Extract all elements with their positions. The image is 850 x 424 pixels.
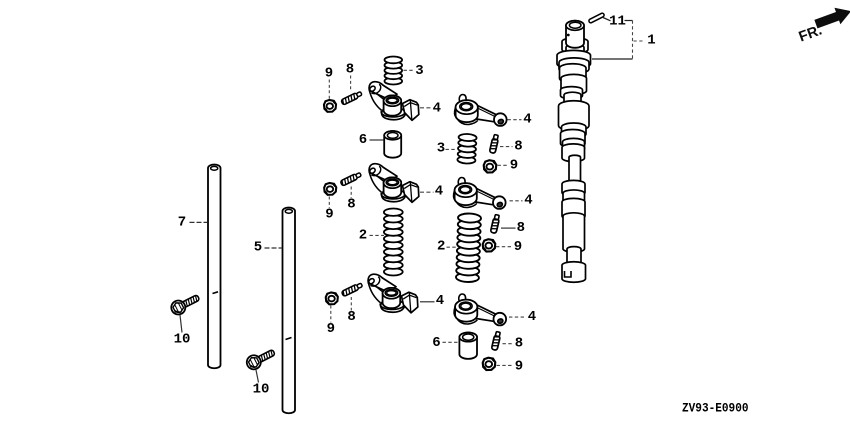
- svg-text:9: 9: [515, 359, 523, 375]
- svg-text:8: 8: [347, 197, 355, 213]
- svg-text:8: 8: [346, 62, 354, 78]
- svg-text:9: 9: [327, 321, 335, 337]
- svg-text:4: 4: [436, 293, 444, 309]
- svg-text:4: 4: [523, 112, 531, 128]
- svg-text:11: 11: [609, 14, 626, 30]
- svg-text:4: 4: [528, 309, 536, 325]
- svg-text:6: 6: [432, 335, 440, 351]
- svg-text:5: 5: [254, 240, 262, 256]
- svg-text:8: 8: [347, 309, 355, 325]
- svg-text:8: 8: [515, 336, 523, 352]
- svg-text:9: 9: [325, 207, 333, 223]
- svg-text:10: 10: [174, 332, 191, 348]
- svg-text:4: 4: [524, 193, 532, 209]
- svg-text:ZV93-E0900: ZV93-E0900: [682, 401, 749, 415]
- svg-text:FR.: FR.: [797, 22, 824, 45]
- svg-text:3: 3: [437, 141, 445, 157]
- svg-text:3: 3: [415, 63, 423, 79]
- svg-text:4: 4: [435, 184, 443, 200]
- svg-text:2: 2: [359, 228, 367, 244]
- svg-text:8: 8: [517, 220, 525, 236]
- svg-text:9: 9: [325, 66, 333, 82]
- svg-text:2: 2: [437, 239, 445, 255]
- svg-text:9: 9: [514, 239, 522, 255]
- svg-text:7: 7: [178, 215, 186, 231]
- svg-text:10: 10: [253, 382, 270, 398]
- svg-text:9: 9: [510, 158, 518, 174]
- svg-text:1: 1: [647, 33, 655, 49]
- svg-text:6: 6: [359, 132, 367, 148]
- svg-text:8: 8: [514, 139, 522, 155]
- svg-text:4: 4: [433, 101, 441, 117]
